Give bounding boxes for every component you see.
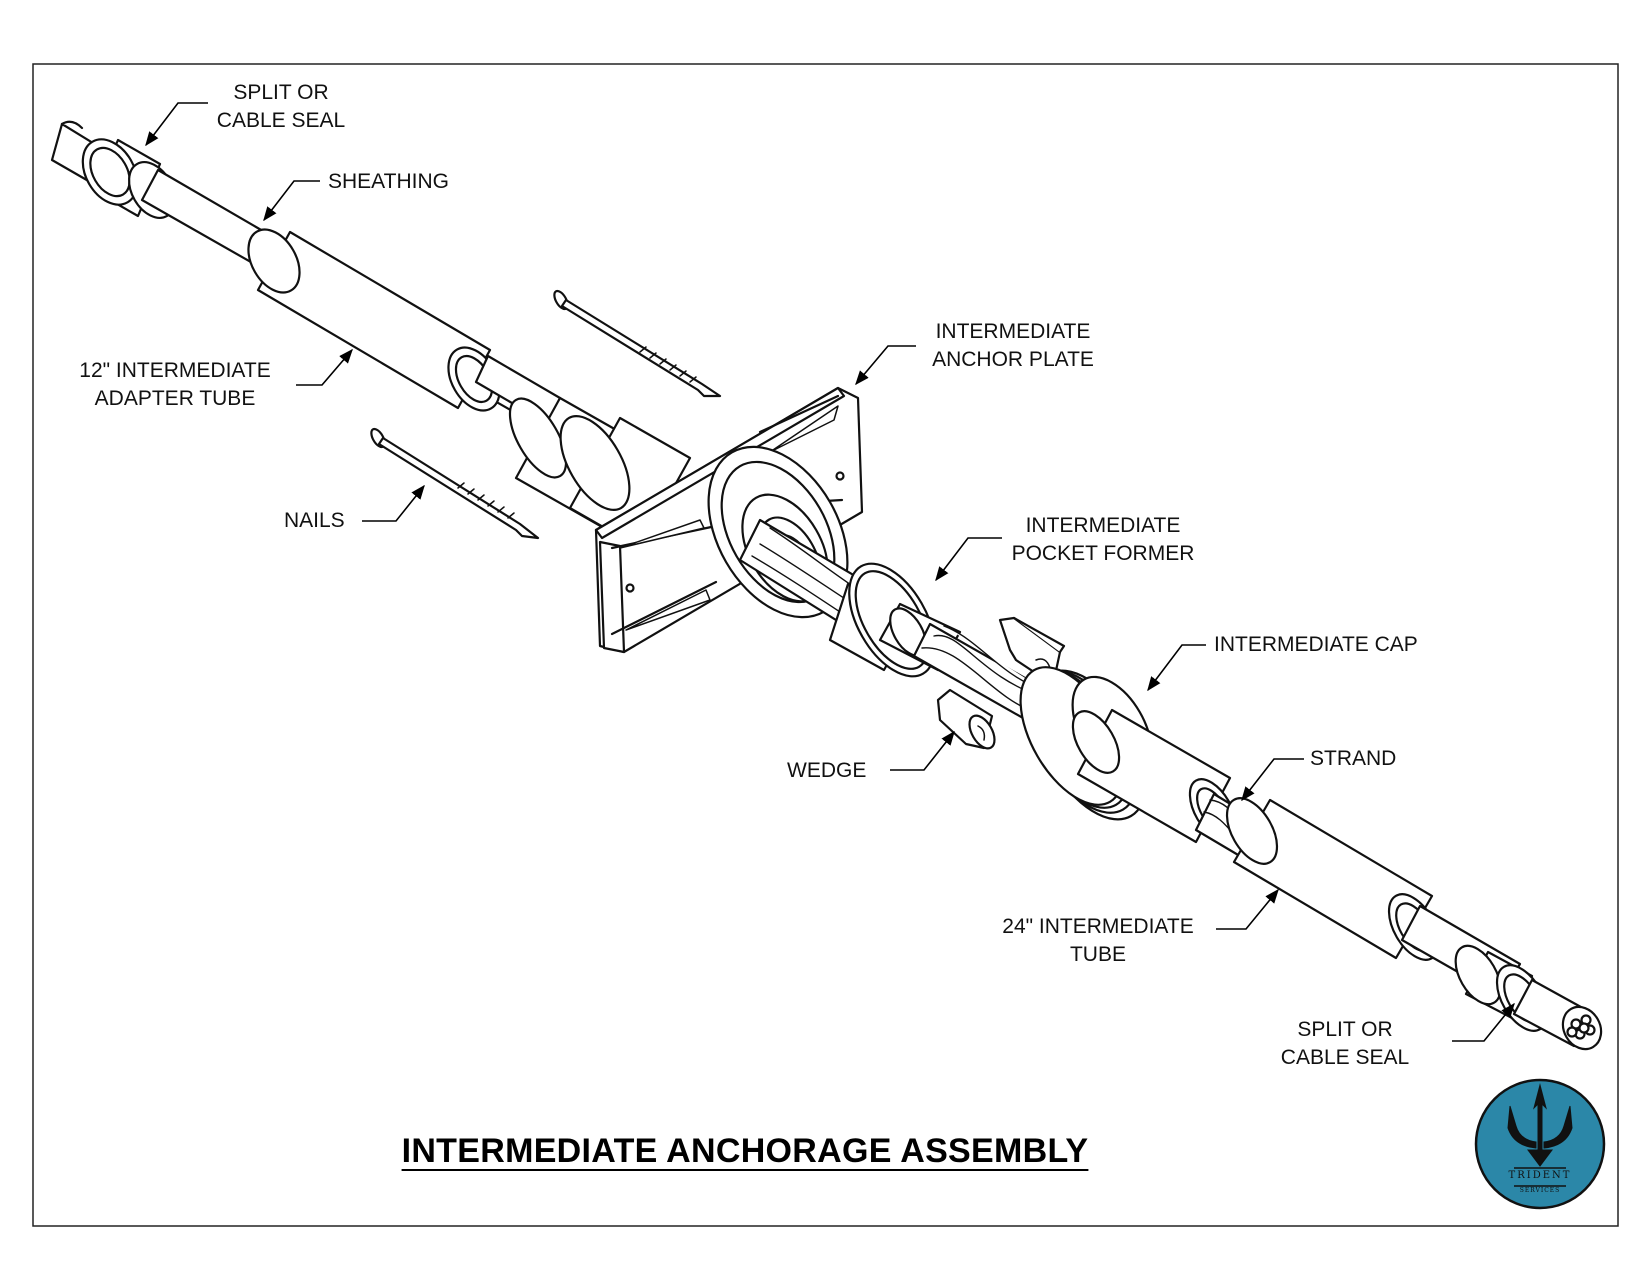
leader-anchor-plate [855,345,916,386]
drawing-border [32,63,1619,1227]
nail-lower [370,427,540,540]
nail-upper [553,289,722,398]
leader-cap [1147,644,1206,692]
leader-seal-right [1452,1002,1515,1042]
trident-icon [1507,1083,1573,1167]
leader-strand [1241,758,1304,802]
label-nails: NAILS [284,509,345,532]
leader-seal-left [145,102,208,147]
trident-logo [1474,1078,1606,1210]
leader-pocket-former [935,537,1002,582]
drawing-title: INTERMEDIATE ANCHORAGE ASSEMBLY [401,1132,1089,1170]
wedge-lower [936,688,996,750]
label-strand: STRAND [1310,747,1397,770]
plate-sleeve [508,396,692,550]
adapter-tube-12in [247,228,501,412]
label-cap: INTERMEDIATE CAP [1214,633,1418,656]
logo-subtitle: SERVICES [1519,1187,1561,1194]
logo-name: TRIDENT [1508,1170,1572,1181]
label-wedge: WEDGE [787,759,867,782]
intermediate-cap [1019,666,1238,844]
leader-adapter-tube [296,348,353,386]
leader-sheathing [263,180,320,222]
leader-nails [362,484,425,522]
right-cable-end [1512,978,1603,1051]
leader-wedge [890,730,955,771]
leader-tube-24 [1216,888,1279,930]
label-sheathing: SHEATHING [328,170,449,193]
